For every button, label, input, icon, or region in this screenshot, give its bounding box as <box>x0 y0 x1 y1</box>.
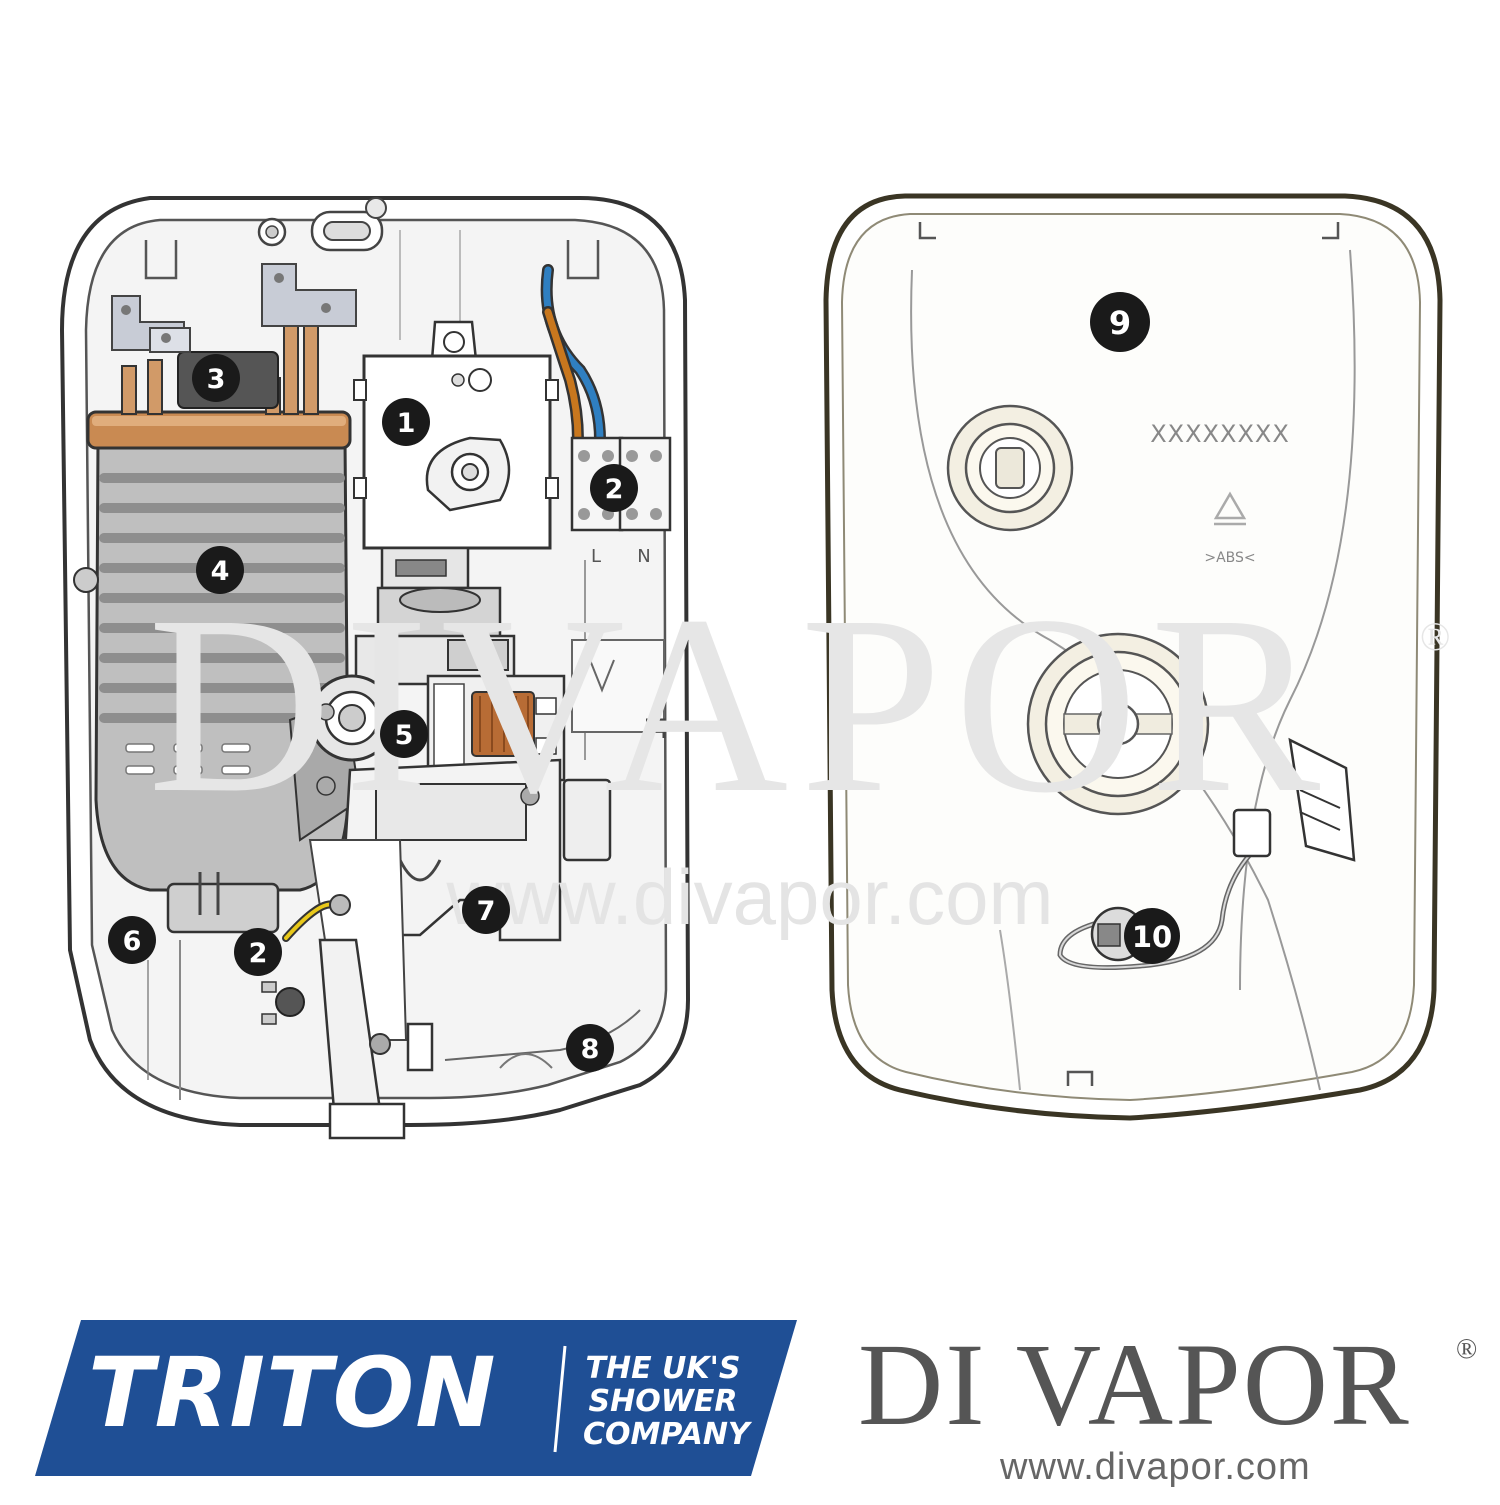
svg-text:6: 6 <box>123 926 142 957</box>
divapor-website-url: www.divapor.com <box>1000 1446 1311 1488</box>
triton-logo-text: TRITON <box>88 1337 497 1449</box>
divapor-logo-text: DI VAPOR <box>858 1319 1411 1450</box>
callout-7: 7 <box>462 886 510 934</box>
watermark-text: DIVAPOR <box>148 564 1333 846</box>
svg-text:9: 9 <box>1109 304 1131 342</box>
shower-chassis: L N <box>59 196 691 1140</box>
callout-9: 9 <box>1090 292 1150 352</box>
svg-text:10: 10 <box>1132 920 1172 954</box>
svg-text:3: 3 <box>207 364 226 395</box>
shower-cover: XXXXXXXX >ABS< <box>823 193 1443 1121</box>
heater-tank <box>73 410 362 934</box>
callout-3: 3 <box>192 354 240 402</box>
divapor-registered-mark: ® <box>1456 1334 1478 1365</box>
recycle-icon <box>1213 491 1247 526</box>
callout-2-terminal-block: 2 <box>590 464 638 512</box>
callout-10: 10 <box>1124 908 1180 964</box>
triton-tagline-line-3: COMPANY <box>583 1417 750 1452</box>
svg-text:1: 1 <box>397 408 416 439</box>
part-callouts: 1 2 2 3 4 5 6 7 <box>108 292 1180 1072</box>
callout-2-earth-lead: 2 <box>234 928 282 976</box>
callout-4: 4 <box>196 546 244 594</box>
svg-text:7: 7 <box>477 896 496 927</box>
lower-control-socket <box>1026 632 1210 816</box>
watermark-reg: ® <box>1420 614 1450 659</box>
triton-logo-banner <box>35 1320 797 1476</box>
triton-tagline-line-1: THE UK'S <box>585 1351 741 1386</box>
callout-5: 5 <box>380 710 428 758</box>
cover-material-mark: >ABS< <box>1204 550 1255 566</box>
triton-tagline-line-2: SHOWER <box>588 1384 738 1419</box>
svg-text:5: 5 <box>395 720 414 751</box>
upper-control-socket <box>946 404 1074 532</box>
callout-1: 1 <box>382 398 430 446</box>
callout-6: 6 <box>108 916 156 964</box>
terminal-live-label: L <box>591 546 601 567</box>
svg-text:2: 2 <box>249 938 268 969</box>
svg-text:2: 2 <box>605 474 624 505</box>
triton-tagline: THE UK'S SHOWER COMPANY <box>583 1351 750 1452</box>
callout-8: 8 <box>566 1024 614 1072</box>
outlet-elbow <box>261 839 434 1140</box>
thermostat-assembly <box>353 320 559 686</box>
terminal-neutral-label: N <box>637 546 650 567</box>
svg-text:4: 4 <box>211 556 230 587</box>
watermark-url: www.divapor.com <box>446 853 1054 941</box>
cover-part-code: XXXXXXXX <box>1150 420 1290 448</box>
svg-text:8: 8 <box>581 1034 600 1065</box>
